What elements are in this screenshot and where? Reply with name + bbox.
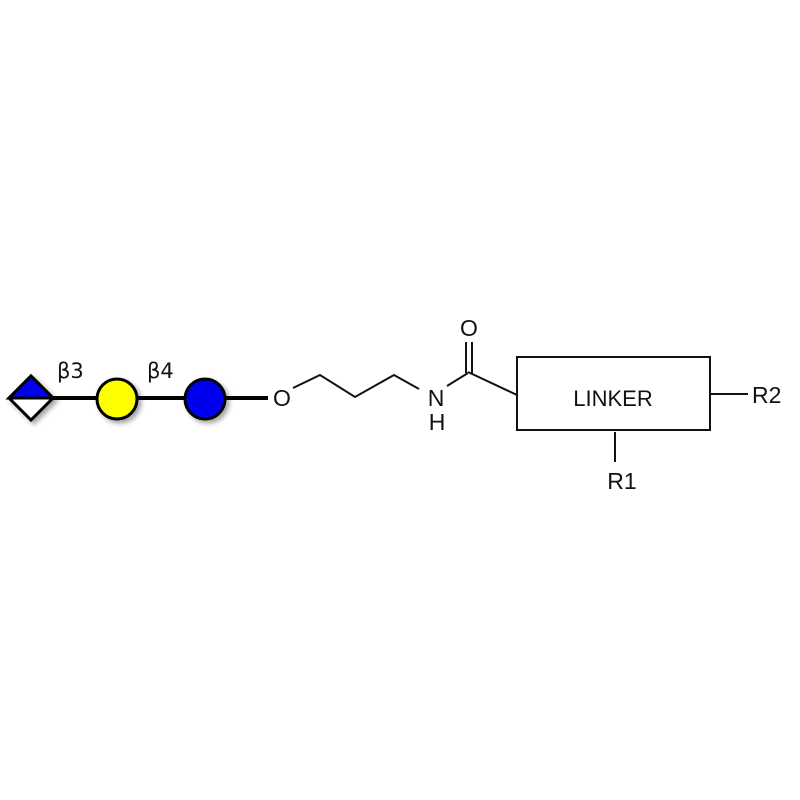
c-linker-bond	[467, 371, 518, 396]
n-c-bond	[446, 372, 469, 387]
carbonyl-oxygen: O	[460, 315, 478, 341]
linkage-label-1: β3	[57, 359, 84, 383]
blue-circle-icon	[183, 377, 227, 421]
linkage-label-2: β4	[147, 359, 174, 383]
r2-label: R2	[752, 382, 781, 408]
linker-box	[516, 356, 711, 431]
amide-nitrogen: N	[428, 385, 445, 411]
diamond-icon	[5, 373, 57, 423]
yellow-circle-icon	[95, 377, 139, 421]
linker-label: LINKER	[573, 386, 652, 411]
r1-label: R1	[607, 468, 636, 494]
propyl-chain	[292, 373, 420, 399]
amide-hydrogen: H	[429, 409, 446, 435]
ether-oxygen: O	[273, 385, 291, 411]
